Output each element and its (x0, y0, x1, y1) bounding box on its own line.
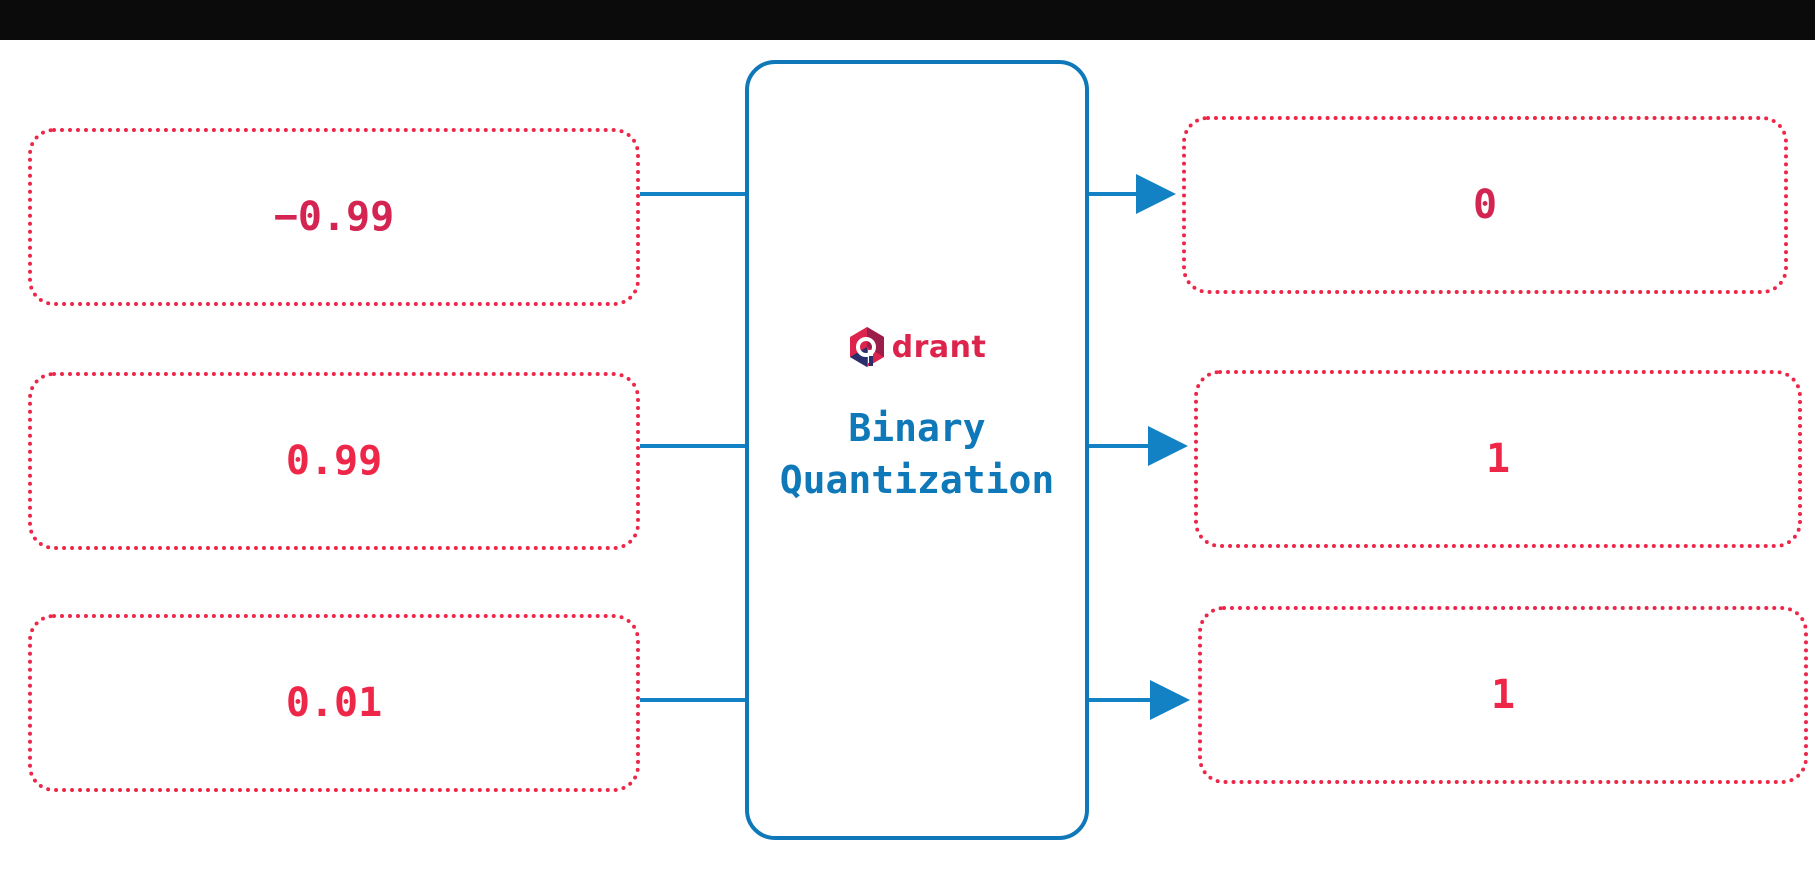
binary-quantization-block: drant Binary Quantization (745, 60, 1089, 840)
output-box-2: 1 (1194, 370, 1802, 548)
output-box-3: 1 (1198, 606, 1808, 784)
input-value-1: −0.99 (273, 194, 395, 240)
process-title: Binary Quantization (780, 402, 1055, 506)
input-box-2: 0.99 (28, 372, 640, 550)
qdrant-logo-icon (849, 327, 884, 367)
qdrant-logo-text: drant (891, 329, 987, 365)
input-value-3: 0.01 (285, 680, 383, 726)
qdrant-logo: drant (848, 326, 987, 368)
process-title-line-2: Quantization (779, 458, 1055, 502)
top-bar (0, 0, 1815, 40)
output-value-1: 0 (1472, 182, 1498, 228)
process-title-line-1: Binary (848, 406, 986, 450)
output-value-3: 1 (1490, 672, 1516, 718)
output-value-2: 1 (1485, 436, 1511, 482)
input-value-2: 0.99 (285, 438, 383, 484)
output-box-1: 0 (1182, 116, 1788, 294)
input-box-1: −0.99 (28, 128, 640, 306)
input-box-3: 0.01 (28, 614, 640, 792)
